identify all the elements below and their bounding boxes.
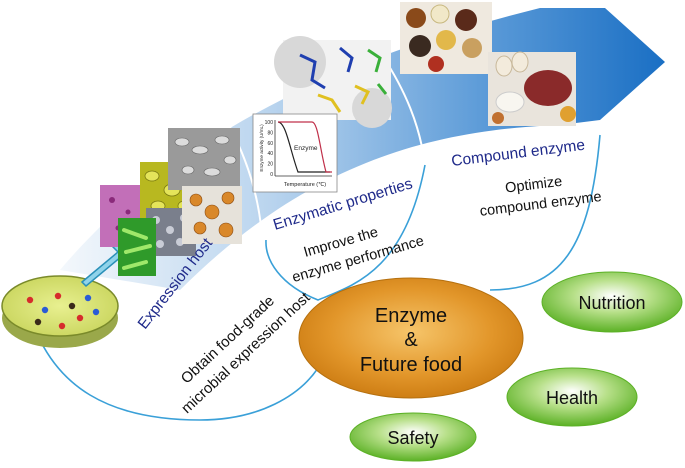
stage-bracket-compound [489, 134, 601, 291]
stage-description-expression-line2: microbial expression host [178, 289, 314, 417]
inset-curve-native [277, 121, 330, 173]
outcome-label-safety: Safety [387, 428, 438, 448]
stage-bracket-properties [265, 164, 426, 301]
inset-ytick-label: 60 [267, 141, 273, 147]
outcome-label-nutrition: Nutrition [578, 293, 645, 313]
petri-dish-illustration [1, 275, 119, 348]
inset-curve-improved [278, 121, 332, 173]
microbe-photo-collage [100, 128, 242, 276]
stage-bracket-expression [39, 339, 319, 421]
inset-ytick-label: 0 [270, 172, 273, 178]
stage-description-compound-line1: Optimize [504, 174, 563, 197]
meat-eggs-photo [488, 51, 576, 126]
outcome-label-health: Health [546, 388, 598, 408]
outcome-node-nutrition: Nutrition [541, 271, 683, 333]
outcome-node-safety: Safety [349, 412, 477, 462]
enzyme-activity-inset-chart: 100 80 60 40 20 0 Enzyme Enzyme activity (U/m… [252, 113, 338, 193]
inset-ytick-label: 40 [267, 151, 273, 157]
outcome-node-health: Health [506, 367, 638, 427]
protein-structure-image [274, 36, 392, 128]
center-line-1: Enzyme [375, 305, 447, 327]
stage-description-compound-line2: compound enzyme [479, 189, 603, 220]
band-divider-1 [213, 99, 263, 237]
center-line-2: & [404, 329, 418, 351]
inset-curve-label: Enzyme [294, 145, 318, 152]
inset-ytick-label: 20 [267, 162, 273, 168]
stage-description-compound-enzyme: Optimize compound enzyme [479, 174, 603, 220]
stage-label-compound-enzyme: Compound enzyme [450, 137, 585, 170]
inset-xlabel: Temperature (℃) [284, 182, 326, 188]
center-node-enzyme-future-food: Enzyme & Future food [298, 277, 524, 399]
inset-ylabel: Enzyme activity (U/mL) [259, 124, 264, 172]
center-line-3: Future food [360, 354, 462, 376]
inset-ytick-label: 80 [267, 130, 273, 136]
food-ingredients-photo [400, 2, 492, 74]
inset-ytick-label: 100 [265, 120, 274, 126]
